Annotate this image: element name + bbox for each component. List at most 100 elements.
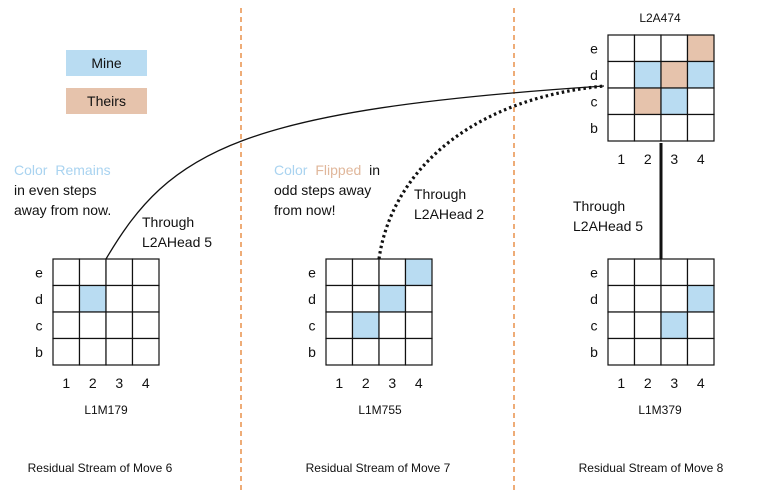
grid-cell-b3 bbox=[660, 113, 689, 142]
column-caption-move6: Residual Stream of Move 6 bbox=[28, 461, 173, 475]
annotation-flipped-line2: odd steps away bbox=[274, 182, 371, 198]
grid-cell-d4 bbox=[686, 284, 715, 313]
col-label-4: 4 bbox=[697, 151, 705, 167]
through-label-move6-line2: L2AHead 5 bbox=[142, 234, 212, 250]
grid-cell-c2 bbox=[633, 311, 662, 340]
grid-cell-b4 bbox=[686, 113, 715, 142]
grid-cell-b2 bbox=[78, 337, 107, 366]
grid-cell-b1 bbox=[607, 337, 636, 366]
annotation-remains-word-color: Color bbox=[14, 162, 48, 178]
row-label-e: e bbox=[590, 40, 598, 56]
grid-cell-c1 bbox=[607, 87, 636, 116]
col-label-1: 1 bbox=[335, 375, 343, 391]
grid-cell-e3 bbox=[660, 258, 689, 287]
annotation-color-flipped: Color Flipped in odd steps away from now… bbox=[274, 162, 380, 218]
grid-cell-e4 bbox=[686, 34, 715, 63]
grid-cell-c1 bbox=[325, 311, 354, 340]
grid-cell-b3 bbox=[105, 337, 134, 366]
grid-cell-c1 bbox=[52, 311, 81, 340]
row-label-c: c bbox=[591, 93, 598, 109]
col-label-4: 4 bbox=[697, 375, 705, 391]
annotation-remains-line3: away from now. bbox=[14, 202, 111, 218]
grid-cell-e2 bbox=[633, 34, 662, 63]
grid-cell-b2 bbox=[633, 113, 662, 142]
through-label-move7-line1: Through bbox=[414, 186, 466, 202]
col-label-1: 1 bbox=[62, 375, 70, 391]
through-label-move7-line2: L2AHead 2 bbox=[414, 206, 484, 222]
annotation-flipped-word-in: in bbox=[369, 162, 380, 178]
grid-cell-c4 bbox=[131, 311, 160, 340]
grid-cell-c2 bbox=[78, 311, 107, 340]
col-label-2: 2 bbox=[362, 375, 370, 391]
grid-cell-d2 bbox=[78, 284, 107, 313]
grid-cell-d2 bbox=[351, 284, 380, 313]
grid-cell-e3 bbox=[378, 258, 407, 287]
grid-cell-b3 bbox=[660, 337, 689, 366]
annotation-remains-word-remains: Remains bbox=[55, 162, 110, 178]
grid-cell-e1 bbox=[52, 258, 81, 287]
grid-cell-e4 bbox=[131, 258, 160, 287]
row-label-b: b bbox=[590, 120, 598, 136]
grid-cell-d3 bbox=[660, 284, 689, 313]
col-label-3: 3 bbox=[115, 375, 123, 391]
row-label-d: d bbox=[590, 291, 598, 307]
row-label-d: d bbox=[35, 291, 43, 307]
connection-move7-dotted bbox=[377, 84, 605, 260]
grid-cell-b4 bbox=[131, 337, 160, 366]
column-caption-move7: Residual Stream of Move 7 bbox=[306, 461, 451, 475]
grid-cell-c3 bbox=[378, 311, 407, 340]
row-label-c: c bbox=[309, 317, 316, 333]
through-label-move8-line1: Through bbox=[573, 198, 625, 214]
grid-cell-b4 bbox=[686, 337, 715, 366]
grid-cell-d3 bbox=[378, 284, 407, 313]
col-label-3: 3 bbox=[670, 151, 678, 167]
grid-label-move7: L1M755 bbox=[358, 403, 402, 417]
grid-cell-d2 bbox=[633, 284, 662, 313]
connections bbox=[105, 84, 663, 260]
grid-cell-c3 bbox=[660, 87, 689, 116]
grid-cell-c4 bbox=[686, 87, 715, 116]
grid-cell-d4 bbox=[404, 284, 433, 313]
row-label-d: d bbox=[308, 291, 316, 307]
annotation-flipped-word-flipped: Flipped bbox=[315, 162, 361, 178]
grid-cell-e2 bbox=[633, 258, 662, 287]
annotation-remains-line1: Color Remains bbox=[14, 162, 111, 178]
grid-cell-b4 bbox=[404, 337, 433, 366]
col-label-3: 3 bbox=[670, 375, 678, 391]
legend: Mine Theirs bbox=[66, 50, 147, 114]
grid-cell-d1 bbox=[607, 284, 636, 313]
grid-cell-d3 bbox=[105, 284, 134, 313]
grid-cell-d1 bbox=[607, 60, 636, 89]
grid-label-move6: L1M179 bbox=[84, 403, 128, 417]
grid-cell-e3 bbox=[660, 34, 689, 63]
legend-theirs-label: Theirs bbox=[87, 93, 126, 109]
grid-cell-d4 bbox=[686, 60, 715, 89]
connection-move6-curve bbox=[105, 85, 605, 260]
grid-cell-d2 bbox=[633, 60, 662, 89]
col-label-2: 2 bbox=[644, 375, 652, 391]
grid-cell-b1 bbox=[607, 113, 636, 142]
col-label-4: 4 bbox=[415, 375, 423, 391]
row-label-c: c bbox=[591, 317, 598, 333]
grid-cell-c2 bbox=[633, 87, 662, 116]
grid-label-move8: L1M379 bbox=[638, 403, 682, 417]
row-label-b: b bbox=[35, 344, 43, 360]
row-label-c: c bbox=[36, 317, 43, 333]
grid-cell-d4 bbox=[131, 284, 160, 313]
annotation-flipped-line3: from now! bbox=[274, 202, 335, 218]
grid-cell-c2 bbox=[351, 311, 380, 340]
grid-cell-b1 bbox=[52, 337, 81, 366]
grid-cell-b3 bbox=[378, 337, 407, 366]
col-label-1: 1 bbox=[617, 151, 625, 167]
col-label-3: 3 bbox=[388, 375, 396, 391]
legend-mine-label: Mine bbox=[91, 55, 122, 71]
grid-cell-d3 bbox=[660, 60, 689, 89]
grid-label-top: L2A474 bbox=[639, 11, 681, 25]
grid-cell-c4 bbox=[404, 311, 433, 340]
grid-cell-c3 bbox=[660, 311, 689, 340]
row-label-b: b bbox=[590, 344, 598, 360]
grid-cell-e4 bbox=[404, 258, 433, 287]
